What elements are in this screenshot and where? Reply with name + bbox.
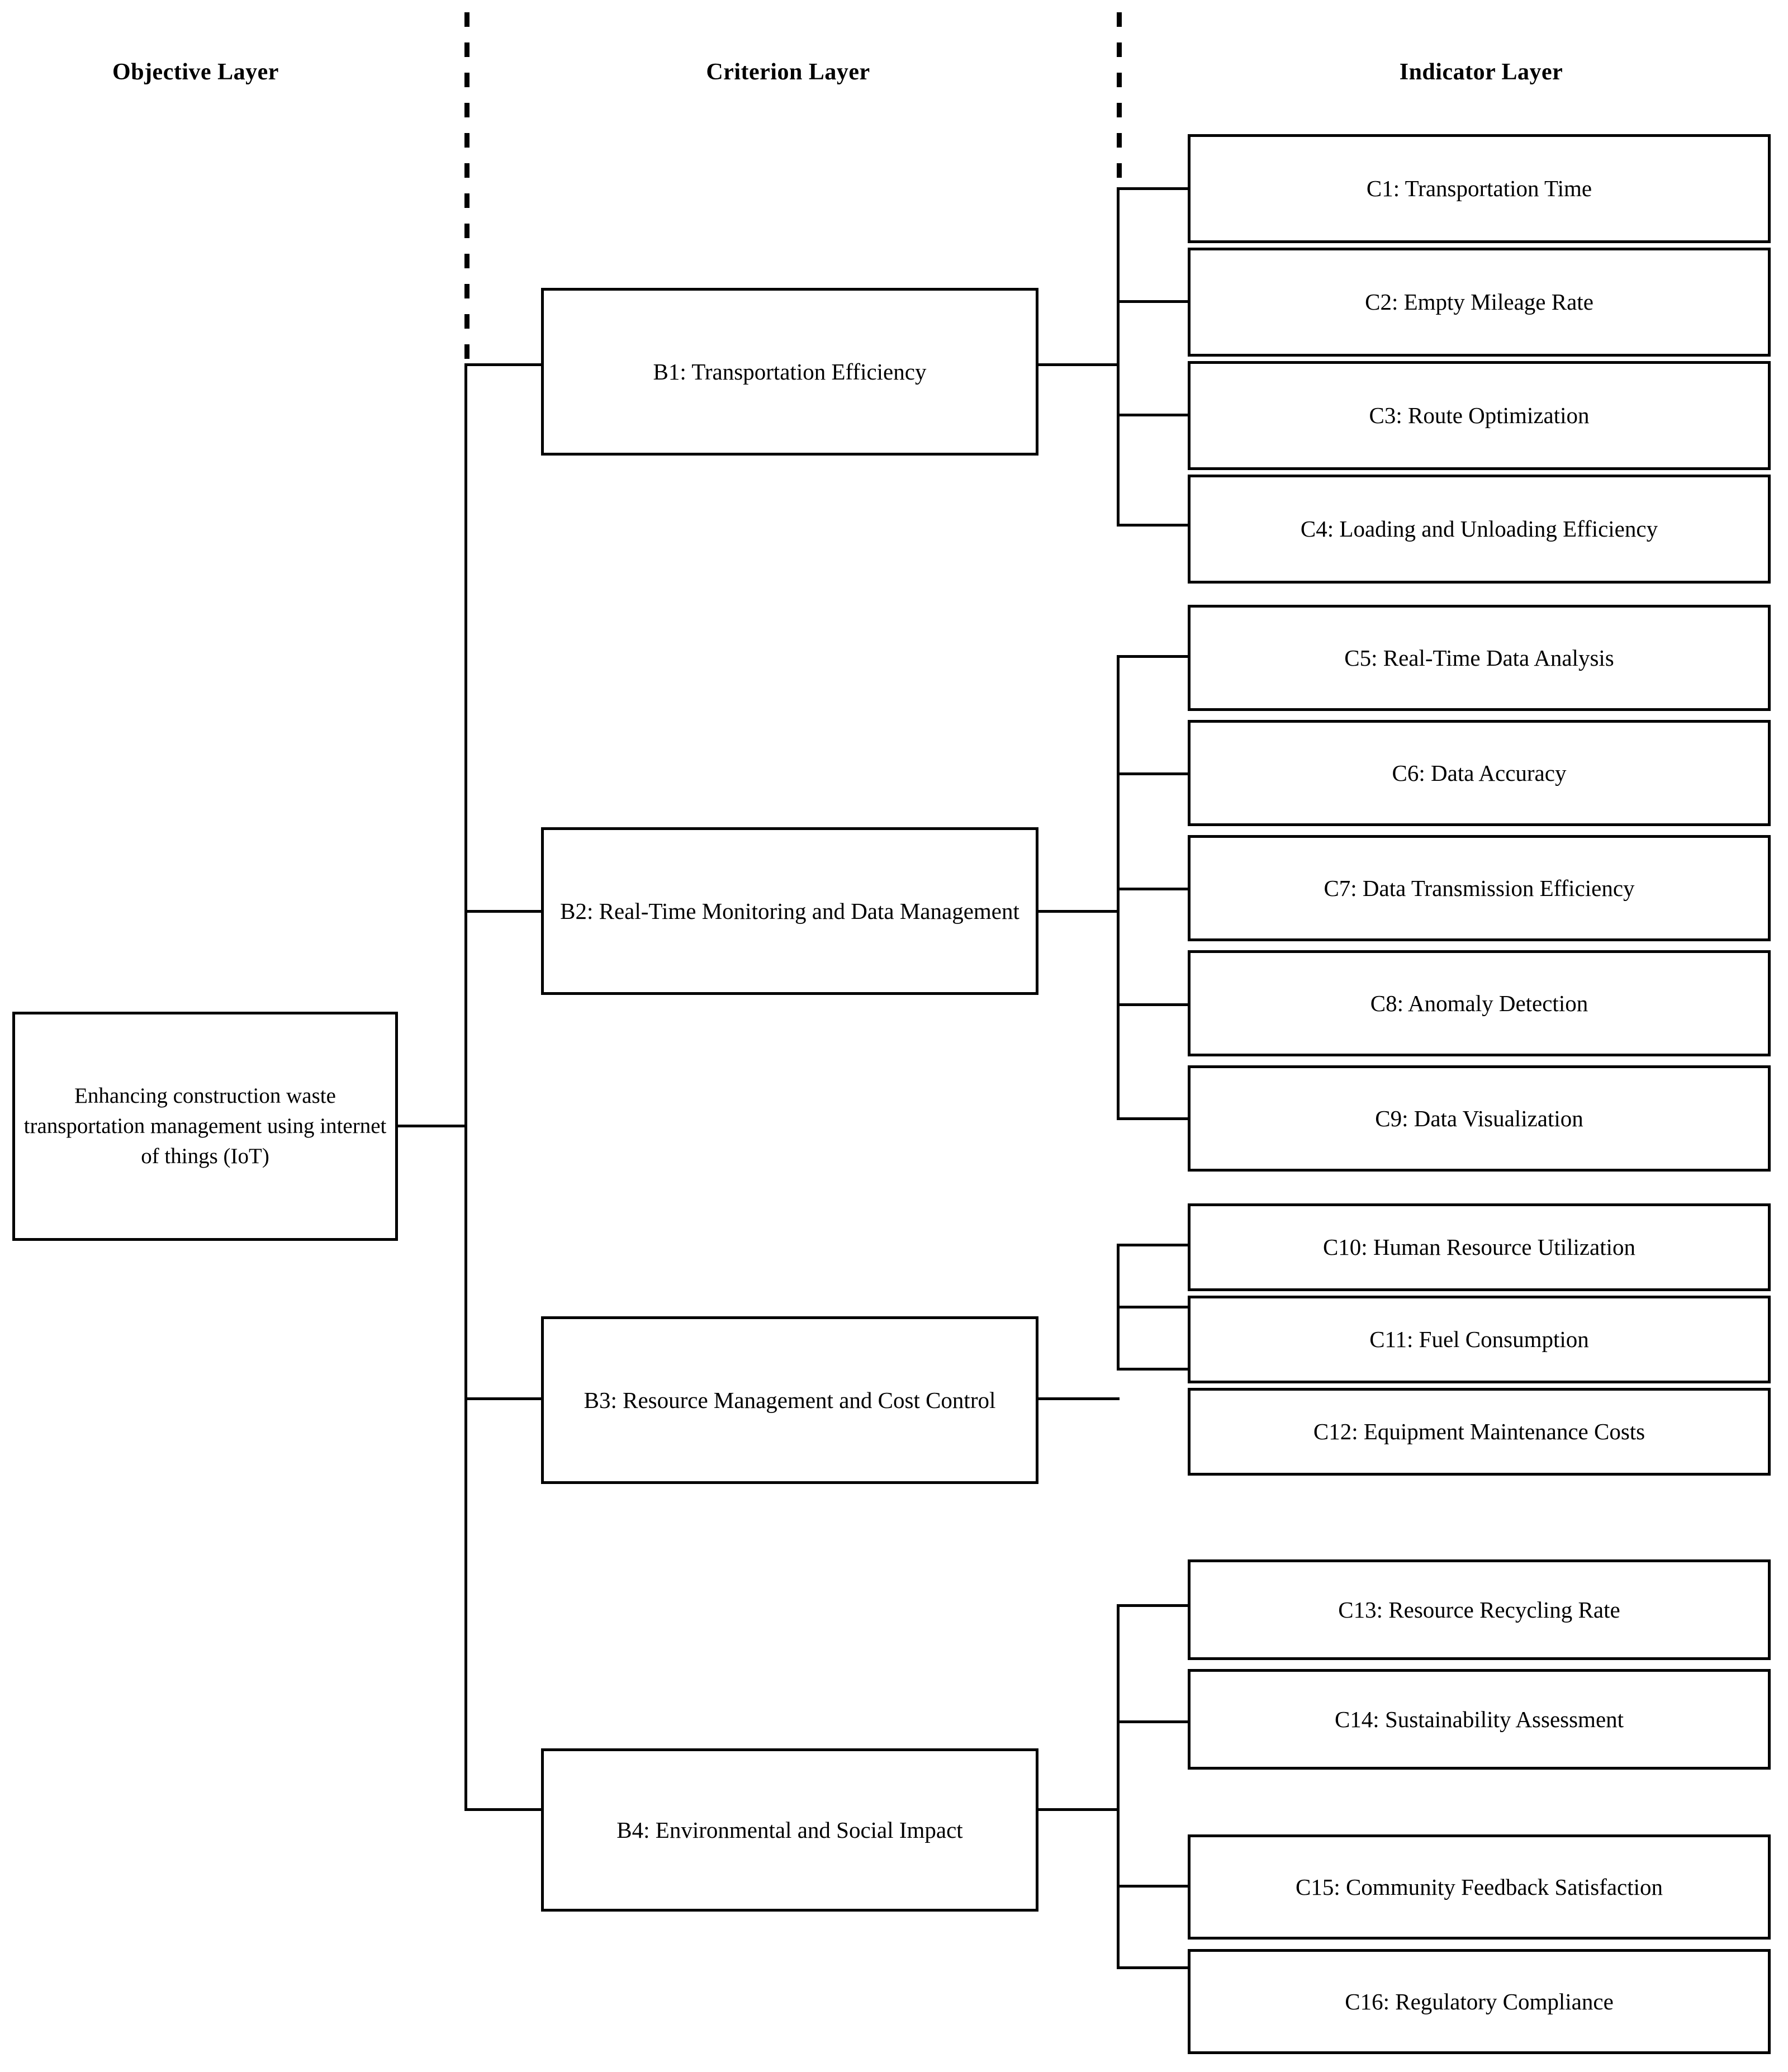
connector-trunk-to-b4 — [464, 1808, 544, 1811]
criterion-node-b4[interactable]: B4: Environmental and Social Impact — [541, 1748, 1038, 1912]
connector-b4-to-group4-trunk — [1038, 1808, 1120, 1811]
connector-trunk-to-b2 — [464, 910, 544, 913]
indicator-node-c16[interactable]: C16: Regulatory Compliance — [1188, 1949, 1771, 2054]
connector-b2-to-group2-trunk — [1038, 910, 1120, 913]
criterion-indicator-divider — [1117, 12, 1122, 190]
indicator-node-c8[interactable]: C8: Anomaly Detection — [1188, 950, 1771, 1056]
indicator-layer-heading: Indicator Layer — [1399, 59, 1563, 85]
indicator-node-c12[interactable]: C12: Equipment Maintenance Costs — [1188, 1388, 1771, 1476]
connector-group2-to-c8 — [1117, 1003, 1189, 1006]
connector-objective-to-trunk — [398, 1125, 467, 1127]
indicator-node-c3[interactable]: C3: Route Optimization — [1188, 361, 1771, 470]
connector-group4-to-c14 — [1117, 1720, 1189, 1723]
connector-group3-to-c12 — [1117, 1368, 1189, 1371]
group1-trunk — [1117, 187, 1120, 525]
indicator-node-c15[interactable]: C15: Community Feedback Satisfaction — [1188, 1834, 1771, 1940]
trunk-objective — [464, 364, 467, 1809]
group4-trunk — [1117, 1604, 1120, 1967]
connector-group1-to-c1 — [1117, 187, 1189, 190]
connector-group3-to-c11 — [1117, 1306, 1189, 1308]
connector-trunk-to-b1 — [464, 363, 544, 366]
criterion-layer-heading: Criterion Layer — [706, 59, 870, 85]
criterion-node-b1[interactable]: B1: Transportation Efficiency — [541, 288, 1038, 456]
indicator-node-c6[interactable]: C6: Data Accuracy — [1188, 720, 1771, 826]
indicator-node-c9[interactable]: C9: Data Visualization — [1188, 1065, 1771, 1172]
indicator-node-c2[interactable]: C2: Empty Mileage Rate — [1188, 248, 1771, 357]
indicator-node-c13[interactable]: C13: Resource Recycling Rate — [1188, 1559, 1771, 1660]
objective-node[interactable]: Enhancing construction waste transportat… — [12, 1012, 398, 1241]
connector-b1-to-group1-trunk — [1038, 363, 1120, 366]
connector-group2-to-c5 — [1117, 655, 1189, 658]
criterion-node-b3[interactable]: B3: Resource Management and Cost Control — [541, 1316, 1038, 1484]
indicator-node-c11[interactable]: C11: Fuel Consumption — [1188, 1296, 1771, 1383]
indicator-node-c4[interactable]: C4: Loading and Unloading Efficiency — [1188, 475, 1771, 584]
connector-group4-to-c16 — [1117, 1966, 1189, 1969]
objective-criterion-divider — [464, 12, 469, 364]
connector-b3-to-group3-trunk — [1038, 1397, 1120, 1400]
connector-group1-to-c4 — [1117, 524, 1189, 527]
indicator-node-c5[interactable]: C5: Real-Time Data Analysis — [1188, 605, 1771, 711]
group2-trunk — [1117, 655, 1120, 1119]
connector-group4-to-c15 — [1117, 1885, 1189, 1888]
connector-group2-to-c6 — [1117, 772, 1189, 775]
objective-layer-heading: Objective Layer — [112, 59, 279, 85]
criterion-node-b2[interactable]: B2: Real-Time Monitoring and Data Manage… — [541, 827, 1038, 995]
connector-group2-to-c7 — [1117, 888, 1189, 890]
indicator-node-c1[interactable]: C1: Transportation Time — [1188, 134, 1771, 243]
connector-trunk-to-b3 — [464, 1397, 544, 1400]
indicator-node-c10[interactable]: C10: Human Resource Utilization — [1188, 1203, 1771, 1291]
indicator-node-c7[interactable]: C7: Data Transmission Efficiency — [1188, 835, 1771, 941]
connector-group2-to-c9 — [1117, 1117, 1189, 1120]
connector-group1-to-c3 — [1117, 414, 1189, 416]
indicator-node-c14[interactable]: C14: Sustainability Assessment — [1188, 1669, 1771, 1770]
connector-group3-to-c10 — [1117, 1244, 1189, 1246]
connector-group4-to-c13 — [1117, 1604, 1189, 1607]
connector-group1-to-c2 — [1117, 300, 1189, 303]
